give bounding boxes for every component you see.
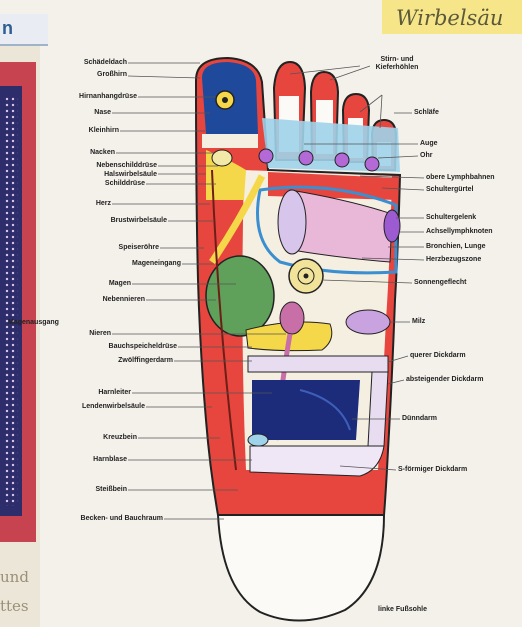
label-cerebellum: Kleinhirn bbox=[89, 127, 119, 135]
label-upper-lymph: obere Lymphbahnen bbox=[426, 174, 495, 182]
label-duodenum: Zwölffingerdarm bbox=[118, 357, 173, 365]
label-bronchi-lung: Bronchien, Lunge bbox=[426, 243, 486, 251]
label-pituitary-gland: Hirnanhangdrüse bbox=[79, 93, 137, 101]
label-small-intestine: Dünndarm bbox=[402, 415, 437, 423]
label-shoulder-girdle: Schultergürtel bbox=[426, 186, 473, 194]
label-sacrum: Kreuzbein bbox=[103, 434, 137, 442]
label-stomach-entrance: Mageneingang bbox=[132, 260, 181, 268]
label-stomach-exit: Magenausgang bbox=[8, 319, 59, 327]
label-temple: Schläfe bbox=[414, 109, 439, 117]
label-nose: Nase bbox=[94, 109, 111, 117]
label-coccyx: Steißbein bbox=[95, 486, 127, 494]
label-ureter: Harnleiter bbox=[98, 389, 131, 397]
label-kidneys: Nieren bbox=[89, 330, 111, 338]
label-esophagus: Speiseröhre bbox=[119, 244, 159, 252]
label-adrenal-glands: Nebennieren bbox=[103, 296, 145, 304]
label-neck: Nacken bbox=[90, 149, 115, 157]
label-ear: Ohr bbox=[420, 152, 432, 160]
label-descending-colon: absteigender Dickdarm bbox=[406, 376, 483, 384]
label-shoulder-joint: Schultergelenk bbox=[426, 214, 476, 222]
label-spleen: Milz bbox=[412, 318, 425, 326]
label-cervical-spine: Halswirbelsäule bbox=[104, 171, 157, 179]
label-solar-plexus: Sonnengeflecht bbox=[414, 279, 467, 287]
label-axillary-lymph: Achsellymphknoten bbox=[426, 228, 493, 236]
label-pelvis-abdomen: Becken- und Bauchraum bbox=[81, 515, 163, 523]
label-cerebrum: Großhirn bbox=[97, 71, 127, 79]
label-heart-zone: Herzbezugszone bbox=[426, 256, 481, 264]
label-sinuses: Stirn- und Kieferhöhlen bbox=[362, 56, 432, 72]
label-bladder: Harnblase bbox=[93, 456, 127, 464]
label-skull-cap: Schädeldach bbox=[84, 59, 127, 67]
label-lumbar-spine: Lendenwirbelsäule bbox=[82, 403, 145, 411]
label-pancreas: Bauchspeicheldrüse bbox=[109, 343, 177, 351]
caption-left-sole: linke Fußsohle bbox=[378, 606, 427, 614]
label-stomach: Magen bbox=[109, 280, 131, 288]
label-sigmoid-colon: S-förmiger Dickdarm bbox=[398, 466, 467, 474]
label-thoracic-spine: Brustwirbelsäule bbox=[111, 217, 167, 225]
label-eye: Auge bbox=[420, 140, 438, 148]
label-transverse-colon: querer Dickdarm bbox=[410, 352, 466, 360]
label-thyroid: Schilddrüse bbox=[105, 180, 145, 188]
label-heart: Herz bbox=[96, 200, 111, 208]
label-parathyroid: Nebenschilddrüse bbox=[96, 162, 157, 170]
